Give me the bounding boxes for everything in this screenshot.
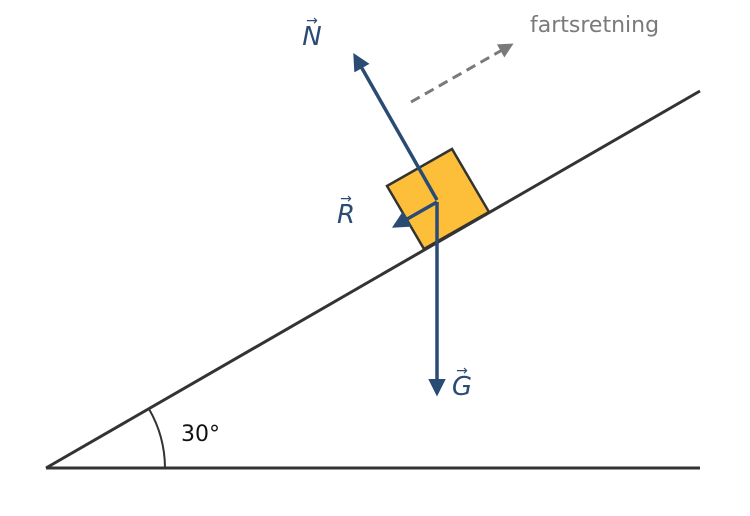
- incline-line: [45, 89, 701, 470]
- friction-force-label: → R: [337, 191, 355, 230]
- angle-arc: [148, 408, 166, 469]
- gravity-force-label-symbol: G: [452, 372, 472, 402]
- normal-force-label-symbol: N: [302, 22, 321, 52]
- gravity-force-label-arrow: →: [456, 363, 468, 379]
- friction-force-arrow: [391, 200, 438, 228]
- gravity-force-label: → G: [452, 363, 472, 402]
- direction-arrow: [410, 43, 514, 104]
- friction-force-label-symbol: R: [337, 200, 355, 230]
- normal-force-arrow: [353, 52, 439, 201]
- normal-force-label: → N: [302, 13, 321, 52]
- angle-label: 30°: [181, 422, 220, 447]
- normal-force-label-arrow: →: [306, 13, 318, 29]
- friction-force-label-arrow: →: [340, 191, 352, 207]
- direction-label: fartsretning: [530, 13, 659, 38]
